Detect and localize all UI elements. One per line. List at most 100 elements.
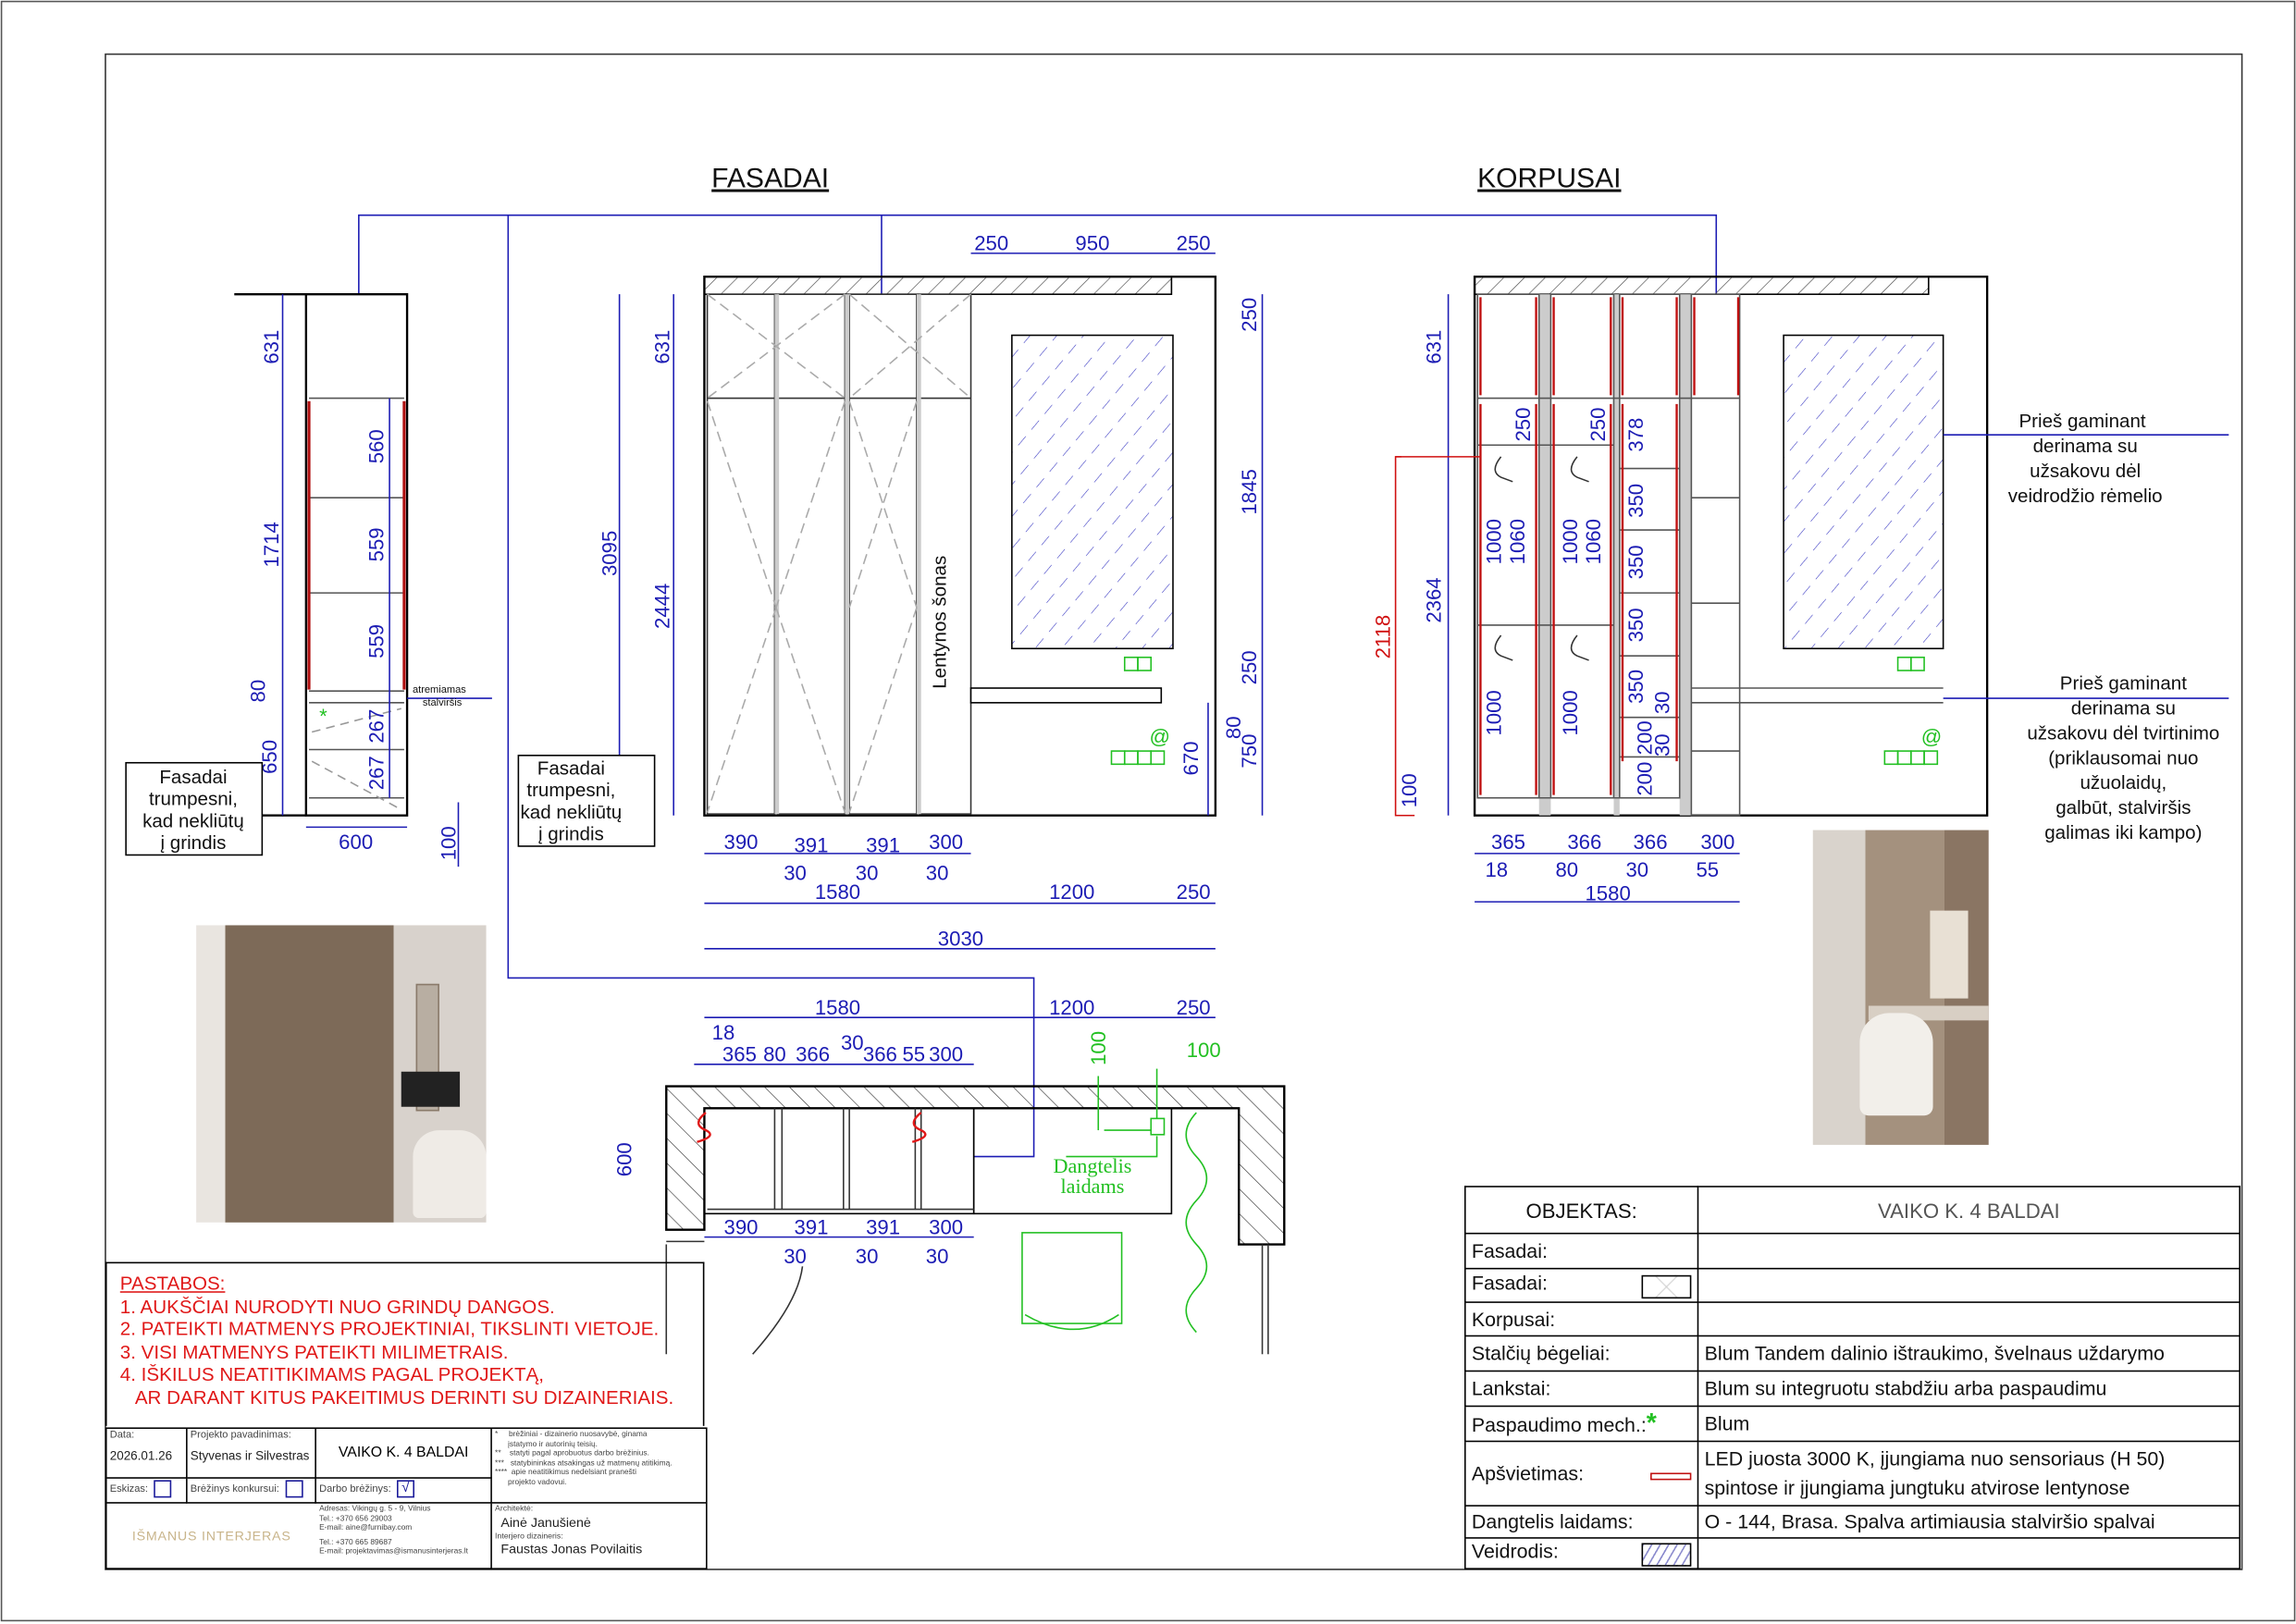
architect-label: Architektė: xyxy=(495,1505,534,1514)
socket-icon xyxy=(1883,656,1939,766)
dimension-label: 300 xyxy=(929,1043,963,1066)
shelf-side-label: Lentynos šonas xyxy=(930,556,951,689)
dimension-label: 391 xyxy=(794,1215,828,1238)
spec-label: Veidrodis: xyxy=(1471,1540,1559,1562)
side-view: * 631 1714 80 650 20 560 559 559 267 267… xyxy=(125,292,492,867)
cable-cover-icon xyxy=(1021,1068,1208,1334)
dimension-label: 30 xyxy=(1651,692,1674,715)
dimension-label: 80 xyxy=(1555,858,1578,881)
spec-value: O - 144, Brasa. Spalva artimiausia stalv… xyxy=(1697,1506,2240,1539)
dimension-label: 1200 xyxy=(1049,880,1094,904)
dimension-label: 30 xyxy=(784,1245,807,1268)
mirror-frame-note: Prieš gaminant derinama su užsakovu dėl … xyxy=(2008,411,2163,507)
date-value: 2026.01.26 xyxy=(109,1447,173,1463)
spec-value xyxy=(1697,1267,2240,1303)
spec-label: Lankstai: xyxy=(1464,1371,1699,1407)
dimension-label: 200 xyxy=(1634,720,1657,755)
dimension-label: 300 xyxy=(929,830,963,854)
dimension-label: 2364 xyxy=(1423,577,1446,622)
spec-value xyxy=(1697,1301,2240,1337)
svg-text:galimas iki kampo): galimas iki kampo) xyxy=(2044,822,2202,843)
dimension-label: 2444 xyxy=(650,584,673,629)
spec-value xyxy=(1697,1233,2240,1269)
korpusai-elevation: @ 631 2364 2118 100 250 1000 1060 250 10… xyxy=(1371,275,2229,905)
dimension-label: 350 xyxy=(1624,608,1648,642)
note-item: AR DARANT KITUS PAKEITIMUS DERINTI SU DI… xyxy=(119,1386,674,1409)
date-label: Data: xyxy=(109,1430,135,1441)
competition-label: Brėžinys konkursui: xyxy=(190,1483,279,1495)
spec-label: Paspaudimo mech.: xyxy=(1471,1413,1647,1436)
dimension-label: 600 xyxy=(612,1142,636,1176)
spec-label: Apšvietimas: xyxy=(1471,1462,1585,1485)
svg-text:derinama su: derinama su xyxy=(2071,698,2176,720)
dimension-label: 55 xyxy=(902,1043,925,1066)
spec-label: Stalčių bėgeliai: xyxy=(1464,1335,1699,1372)
fasadai-elevation: Lentynos šonas @ 250 950 250 250 1845 25… xyxy=(517,232,1264,951)
dimension-label: 350 xyxy=(1624,670,1648,704)
dimension-label: 600 xyxy=(339,830,373,854)
designer-label: Interjero dizaineris: xyxy=(495,1532,563,1542)
architect-name: Ainė Janušienė xyxy=(500,1515,591,1531)
dimension-label: 80 xyxy=(247,680,270,703)
sketch-checkbox[interactable] xyxy=(154,1480,172,1498)
led-height-dimension: 2118 xyxy=(1371,615,1394,659)
spec-value: Blum Tandem dalinio ištraukimo, švelnaus… xyxy=(1697,1335,2240,1372)
dimension-label: 3030 xyxy=(938,928,983,951)
object-name: VAIKO K. 4 BALDAI xyxy=(315,1429,492,1479)
reference-photo-desk xyxy=(1812,830,1989,1145)
dimension-label: 1714 xyxy=(260,522,283,567)
mirror-swatch-icon xyxy=(1641,1543,1692,1567)
drawing-frame xyxy=(105,53,2243,1570)
dimension-label: 559 xyxy=(365,527,389,561)
dimension-label: 267 xyxy=(365,756,389,790)
dimension-label: 100 xyxy=(437,826,460,860)
working-drawing-checkbox[interactable]: √ xyxy=(397,1480,415,1498)
hanger-icon xyxy=(1494,456,1589,661)
note-item: 1. AUKŠČIAI NURODYTI NUO GRINDŲ DANGOS. xyxy=(119,1295,555,1318)
dimension-label: 366 xyxy=(1567,830,1601,854)
sketch-label: Eskizas: xyxy=(109,1483,148,1495)
objektas-value: VAIKO K. 4 BALDAI xyxy=(1697,1186,2240,1236)
dimension-label: 1200 xyxy=(1049,996,1094,1019)
dimension-label: 300 xyxy=(929,1215,963,1238)
dimension-label: 267 xyxy=(365,709,389,744)
dimension-label: 350 xyxy=(1624,484,1648,518)
dimension-label: 250 xyxy=(1177,232,1211,255)
dimension-label: 250 xyxy=(1177,880,1211,904)
dimension-label: 3095 xyxy=(598,531,621,576)
svg-text:derinama su: derinama su xyxy=(2033,436,2138,457)
dimension-label: 250 xyxy=(1238,650,1261,684)
competition-checkbox[interactable] xyxy=(285,1480,303,1498)
dimension-label: 1000 xyxy=(1559,690,1582,735)
dimension-label: 100 xyxy=(1398,773,1421,807)
spec-label: Dangtelis laidams: xyxy=(1464,1506,1699,1539)
project-name: Styvenas ir Silvestras xyxy=(190,1447,310,1463)
svg-text:Prieš gaminant: Prieš gaminant xyxy=(2060,673,2187,695)
dimension-label: 670 xyxy=(1179,742,1203,776)
led-strip xyxy=(1479,297,1740,795)
dimension-label: 30 xyxy=(1625,858,1648,881)
mirror xyxy=(1011,334,1174,650)
countertop-note: stalviršis xyxy=(423,697,463,708)
spec-value xyxy=(1697,1536,2240,1569)
socket-icon xyxy=(1110,656,1166,766)
specification-table: OBJEKTAS:VAIKO K. 4 BALDAI Fasadai: Fasa… xyxy=(1464,1186,2240,1569)
network-socket-icon: @ xyxy=(1149,725,1170,748)
note-box-text: Fasadai xyxy=(159,767,227,788)
dimension-label: 300 xyxy=(1700,830,1734,854)
desk-mounting-note: Prieš gaminant derinama su užsakovu dėl … xyxy=(2027,673,2219,843)
dimension-label: 1060 xyxy=(1582,519,1605,564)
countertop-note: atremiamas xyxy=(413,684,466,695)
dimension-label: 18 xyxy=(712,1021,735,1044)
dimension-label: 100 xyxy=(1187,1039,1221,1062)
dimension-label: 391 xyxy=(866,833,900,856)
note-box-text: į grindis xyxy=(161,832,227,854)
dimension-label: 378 xyxy=(1624,418,1648,452)
led-strip-icon xyxy=(1650,1472,1692,1481)
note-item: 4. IŠKILUS NEATITIKIMAMS PAGAL PROJEKTĄ, xyxy=(119,1363,545,1386)
dimension-label: 1000 xyxy=(1559,519,1582,564)
network-socket-icon: @ xyxy=(1921,725,1943,748)
note-box-text: kad nekliūtų xyxy=(142,810,244,831)
